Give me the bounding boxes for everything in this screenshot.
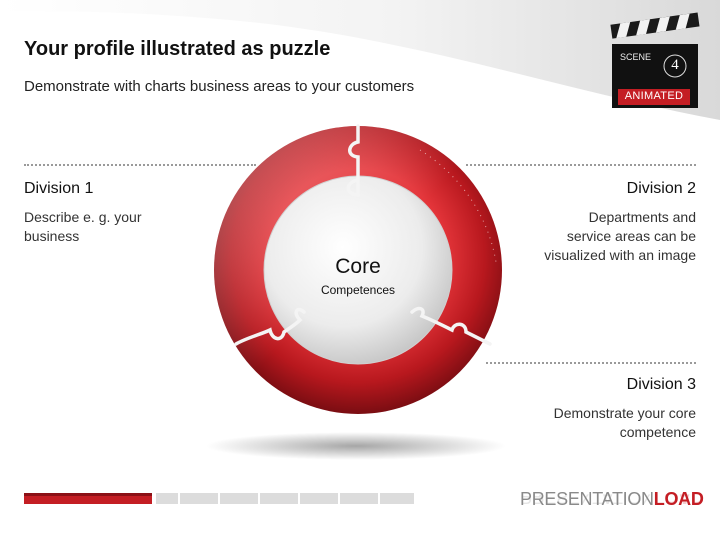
division-1-description: Describe e. g. your business xyxy=(24,208,142,246)
header-swoosh-background xyxy=(0,0,720,120)
brand-logo-part1: PRESENTATION xyxy=(520,489,654,509)
division-3-desc-line: Demonstrate your core xyxy=(553,405,696,421)
clapper-scene-label: SCENE xyxy=(620,52,652,62)
core-subtitle: Competences xyxy=(320,283,396,297)
brand-logo-part2: LOAD xyxy=(653,489,704,509)
division-1-desc-line: Describe e. g. your xyxy=(24,209,142,225)
division-2-divider xyxy=(466,164,696,166)
seam-left xyxy=(234,307,306,346)
division-2-desc-line: visualized with an image xyxy=(544,247,696,263)
division-2-desc-line: service areas can be xyxy=(566,228,696,244)
footer-progress-segment xyxy=(300,493,338,504)
division-2-heading: Division 2 xyxy=(626,180,696,197)
seam-top xyxy=(346,124,360,197)
seam-right xyxy=(410,306,492,346)
clapper-status-label: ANIMATED xyxy=(624,90,684,102)
division-2-desc-line: Departments and xyxy=(588,209,696,225)
clapperboard-icon xyxy=(610,12,700,108)
division-2-description: Departments and service areas can be vis… xyxy=(544,208,696,265)
brand-logo: PRESENTATIONLOAD xyxy=(520,489,704,510)
division-3-heading: Division 3 xyxy=(626,376,696,393)
footer-progress-segment xyxy=(260,493,298,504)
division-3-description: Demonstrate your core competence xyxy=(554,404,696,442)
footer-progress-segment xyxy=(180,493,218,504)
footer-progress-segment xyxy=(340,493,378,504)
division-1-divider xyxy=(24,164,256,166)
diagram-shadow xyxy=(206,432,506,460)
footer-progress-red xyxy=(24,493,152,504)
page-subtitle: Demonstrate with charts business areas t… xyxy=(24,78,415,95)
division-1-heading: Division 1 xyxy=(24,180,94,197)
footer-progress-segment xyxy=(380,493,414,504)
division-3-desc-line: competence xyxy=(619,424,696,440)
page-title: Your profile illustrated as puzzle xyxy=(24,38,331,60)
division-1-desc-line: business xyxy=(24,228,80,244)
core-title: Core xyxy=(335,255,381,278)
footer-progress-segment xyxy=(220,493,258,504)
footer-progress-segment xyxy=(156,493,178,504)
division-3-divider xyxy=(486,362,696,364)
clapper-scene-number: 4 xyxy=(671,57,679,73)
